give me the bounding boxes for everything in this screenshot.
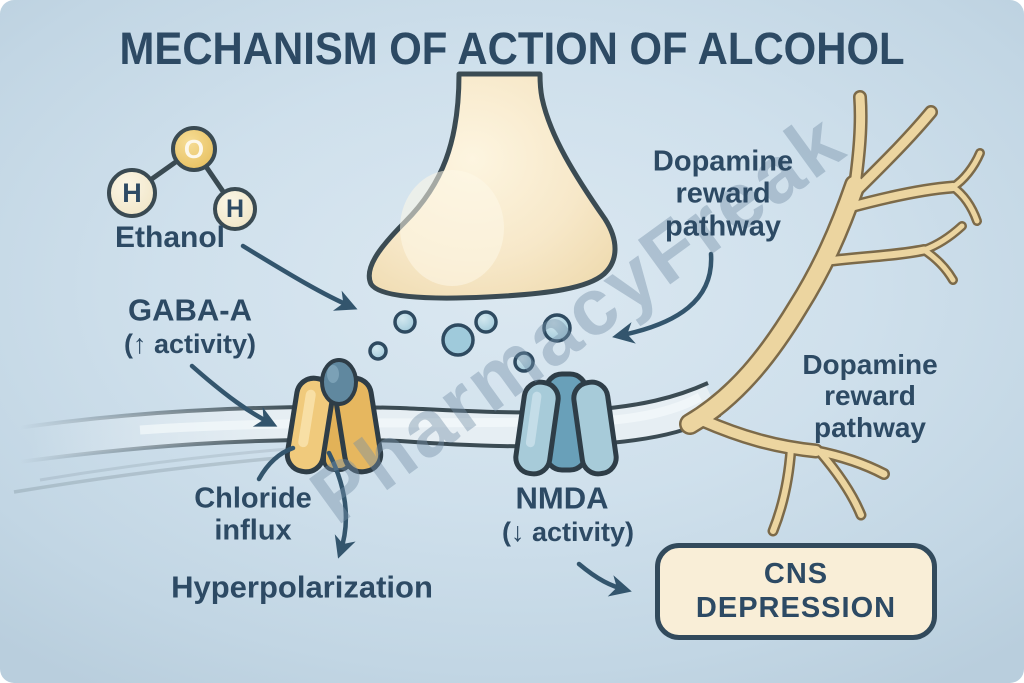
vesicle — [474, 310, 498, 334]
arrow-dopamine-to-vesicles — [612, 251, 714, 344]
vesicle — [542, 313, 572, 343]
hydrogen-atom: H — [213, 187, 257, 231]
presynaptic-terminal — [366, 71, 618, 301]
cns-depression-box: CNS DEPRESSION — [655, 543, 937, 640]
arrow-to-hyperpolarization — [326, 450, 356, 559]
cns-box-line1: CNS — [763, 558, 829, 591]
chloride-influx-label: Chloride influx — [194, 482, 312, 547]
synaptic-vesicles — [368, 310, 572, 373]
nmda-label: NMDA — [515, 480, 609, 516]
dopamine-pathway-label-center: Dopamine reward pathway — [652, 145, 794, 243]
hyperpolarization-label: Hyperpolarization — [171, 569, 433, 605]
vesicle — [513, 351, 535, 373]
arrow-ethanol-to-synapse — [240, 243, 358, 311]
oxygen-atom: O — [171, 126, 217, 172]
arrow-gaba-to-receptor — [189, 363, 278, 427]
arrow-nmda-to-cns — [576, 561, 632, 597]
gaba-a-receptor — [284, 358, 384, 475]
vesicle — [441, 323, 475, 357]
nmda-receptor — [513, 371, 619, 477]
page-title: MECHANISM OF ACTION OF ALCOHOL — [119, 23, 905, 74]
cns-box-line2: DEPRESSION — [695, 591, 897, 624]
nmda-activity-label: (↓ activity) — [501, 516, 635, 547]
vesicle — [393, 310, 417, 334]
dopamine-pathway-label-right: Dopamine reward pathway — [802, 348, 938, 443]
vesicle — [368, 341, 388, 361]
hydrogen-atom: H — [107, 168, 157, 218]
gaba-ligand — [320, 358, 358, 406]
flow-arrows — [189, 243, 714, 597]
gaba-label: GABA-A — [128, 292, 252, 328]
chloride-pointer-arc — [256, 445, 296, 482]
gaba-activity-label: (↑ activity) — [123, 328, 257, 359]
ethanol-label: Ethanol — [115, 221, 225, 255]
